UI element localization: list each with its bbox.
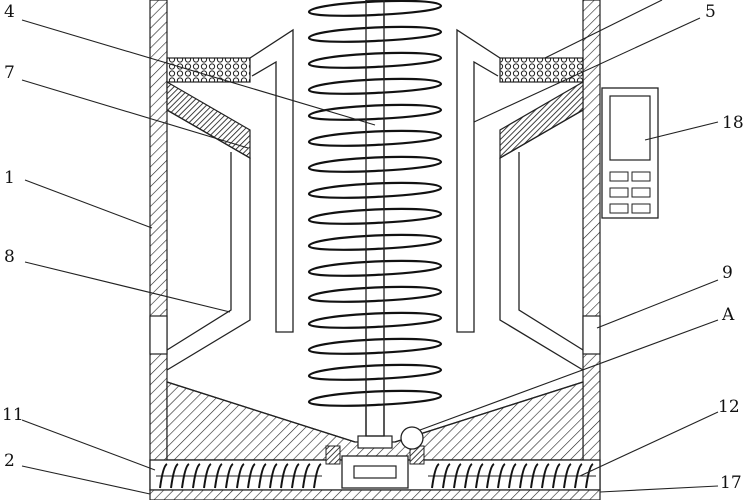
label-11: 11	[2, 405, 24, 425]
screw-flight	[497, 463, 506, 489]
label-7: 7	[4, 63, 15, 83]
screw-flight	[541, 463, 550, 489]
screw-flight	[563, 463, 572, 489]
spiral-turn	[307, 0, 443, 17]
bevel-gears	[325, 426, 425, 465]
label-18: 18	[722, 113, 744, 133]
screw-flight	[552, 463, 561, 489]
inlet-pipes	[249, 28, 501, 333]
left-wall	[149, 0, 168, 491]
screw-flight	[431, 463, 440, 489]
label-8: 8	[4, 247, 15, 267]
panel-button	[609, 203, 629, 214]
spiral-turn	[307, 207, 443, 225]
spiral-turn	[307, 311, 443, 329]
spiral-turn	[307, 155, 443, 173]
screw-flight	[453, 463, 462, 489]
leader-lines	[21, 0, 719, 495]
screw-flight	[302, 463, 311, 489]
screw-flight	[313, 463, 322, 489]
screw-flight	[225, 463, 234, 489]
screw-flight	[508, 463, 517, 489]
left-filter-mesh	[166, 57, 251, 83]
panel-button	[631, 203, 651, 214]
label-2: 2	[4, 451, 15, 471]
spiral-turn	[307, 233, 443, 251]
screw-flight	[464, 463, 473, 489]
screw-flight	[475, 463, 484, 489]
label-17: 17	[720, 473, 742, 493]
screw-flight	[291, 463, 300, 489]
spiral-turn	[307, 25, 443, 43]
part-labels: 4 5 7 1 8 18 9 A 11 12 2 17	[2, 2, 744, 493]
screw-flight	[192, 463, 201, 489]
panel-button	[631, 187, 651, 198]
right-wall	[582, 0, 601, 491]
screw-flight	[170, 463, 179, 489]
bottom-screw-conveyors	[156, 463, 596, 489]
screw-flight	[203, 463, 212, 489]
screw-flight	[486, 463, 495, 489]
screw-flight	[236, 463, 245, 489]
screw-flight	[247, 463, 256, 489]
spiral-turn	[307, 129, 443, 147]
display-screen	[609, 95, 651, 161]
label-A: A	[721, 305, 735, 325]
label-12: 12	[718, 397, 740, 417]
label-9: 9	[722, 263, 733, 283]
left-sloped-strip	[166, 80, 251, 160]
base-plate	[149, 489, 601, 500]
spiral-turn	[307, 337, 443, 355]
screw-flight	[159, 463, 168, 489]
spiral-turn	[307, 259, 443, 277]
left-window	[149, 315, 168, 355]
panel-button	[631, 171, 651, 182]
screw-flight	[519, 463, 528, 489]
screw-flight	[269, 463, 278, 489]
screw-flight	[574, 463, 583, 489]
screw-flight	[585, 463, 594, 489]
spiral-turn	[307, 51, 443, 69]
spiral-turn	[307, 363, 443, 381]
screw-flight	[280, 463, 289, 489]
control-panel	[601, 87, 659, 219]
spiral-turn	[307, 285, 443, 303]
label-5: 5	[705, 2, 716, 22]
label-4: 4	[4, 2, 15, 22]
screw-flight	[258, 463, 267, 489]
screw-flight	[181, 463, 190, 489]
right-sloped-strip	[499, 80, 584, 160]
spiral-turn	[307, 389, 443, 407]
spiral-turn	[307, 77, 443, 95]
right-filter-mesh	[499, 57, 584, 83]
panel-button	[609, 171, 629, 182]
central-spiral-blade	[307, 0, 443, 437]
screw-flight	[442, 463, 451, 489]
screw-flight	[530, 463, 539, 489]
inner-baffles	[166, 109, 584, 371]
spiral-turn	[307, 103, 443, 121]
spiral-turn	[307, 181, 443, 199]
shaft-collar	[357, 435, 393, 449]
screw-flight	[214, 463, 223, 489]
panel-button	[609, 187, 629, 198]
right-window	[582, 315, 601, 355]
label-1: 1	[4, 168, 15, 188]
